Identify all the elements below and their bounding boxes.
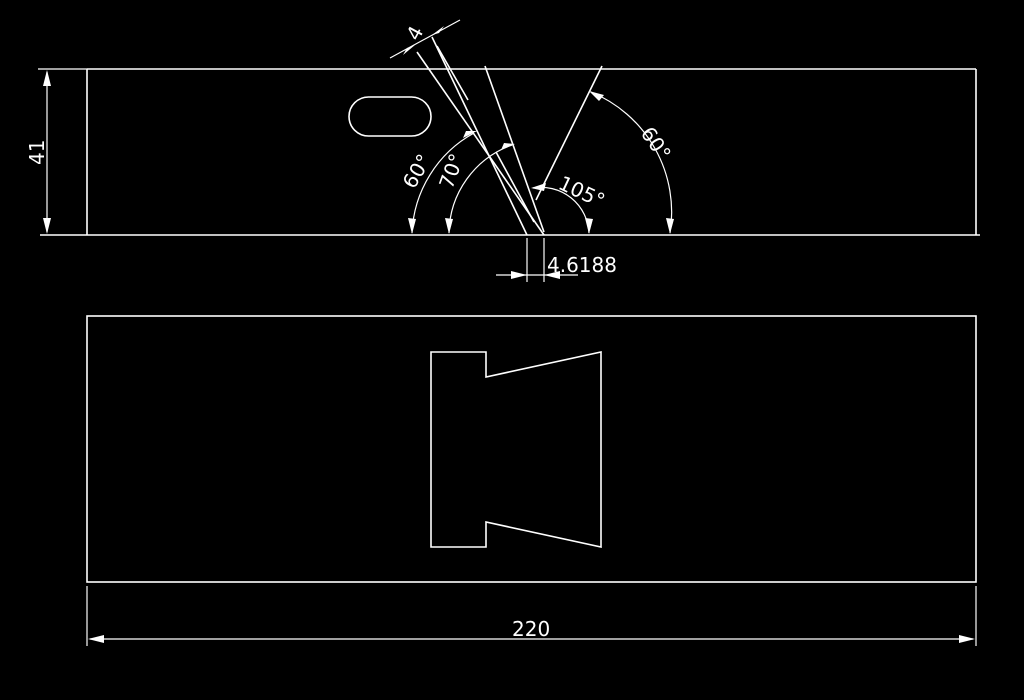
dim-offset-arrow-a [511, 271, 527, 279]
angle-60-left-label: 60° [398, 150, 437, 193]
plan-outline [86, 315, 977, 583]
dim-41-arrow-top [43, 70, 51, 86]
dim-4-arrow-a [403, 45, 415, 55]
cut-line-60-left [431, 36, 528, 236]
angle-arc-60-left-arrow-a [408, 218, 416, 234]
angle-arc-60-left-arrow-b [463, 131, 477, 138]
angle-arc-105-arrow-a [531, 183, 546, 191]
angle-arc-60-right-arrow-a [589, 91, 604, 101]
dim-4-line [389, 19, 461, 59]
cut-line-right-60 [535, 65, 603, 201]
dovetail-cutout [430, 351, 602, 548]
dim-4-arrow-b [432, 26, 444, 35]
dim-offset-arrow-b [544, 271, 560, 279]
dim-4-label: 4 [401, 22, 428, 45]
angle-70-label: 70° [434, 150, 469, 192]
dim-41-label: 41 [25, 140, 49, 165]
plan-view: 220 [86, 315, 977, 646]
dim-offset-label: 4.6188 [547, 253, 617, 277]
dim-220-label: 220 [512, 617, 550, 641]
angle-arc-105-arrow-b [585, 218, 593, 234]
blade-inner-line [495, 151, 535, 223]
slot-parallel-line [436, 45, 469, 101]
slot-hole [348, 96, 432, 137]
elevation-view: 4 41 60° 70° 105° 60° 4.6188 [25, 19, 980, 282]
cut-line-70-left [416, 51, 545, 236]
angle-105-label: 105° [555, 171, 609, 213]
dim-220-arrow-right [959, 635, 975, 643]
angle-arc-60-left [411, 132, 475, 234]
dim-41-arrow-bottom [43, 218, 51, 234]
angle-arc-60-right [590, 91, 673, 234]
angle-arc-60-right-arrow-b [666, 218, 674, 234]
angle-arc-70-arrow-a [445, 218, 453, 234]
cut-line-vertical-blade [484, 65, 545, 233]
angle-arc-70-arrow-b [501, 143, 515, 150]
dim-220-arrow-left [88, 635, 104, 643]
